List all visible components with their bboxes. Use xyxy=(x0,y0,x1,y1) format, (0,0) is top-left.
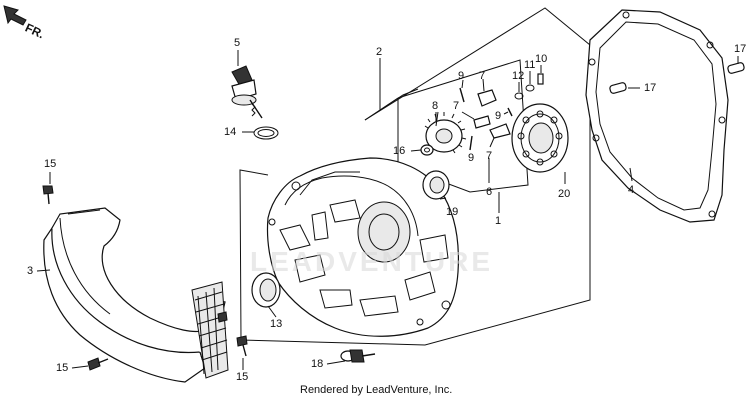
callout-16: 16 xyxy=(393,145,406,157)
flange-bolt xyxy=(340,349,376,363)
front-direction-arrow-icon xyxy=(3,5,27,26)
callout-18: 18 xyxy=(311,358,324,370)
callout-1: 1 xyxy=(495,215,502,227)
spacer xyxy=(420,144,434,156)
o-ring xyxy=(253,126,279,140)
case-cover xyxy=(266,157,459,337)
oil-seal xyxy=(251,272,281,308)
callout-15-upper: 15 xyxy=(44,158,57,170)
governor-subassembly-box xyxy=(364,59,529,193)
callout-4: 4 xyxy=(628,184,635,196)
oil-filler-cap xyxy=(231,65,263,119)
callout-7-bottom: 7 xyxy=(486,150,493,162)
bearing-large xyxy=(511,103,569,173)
dowel-pin-outer xyxy=(727,62,745,74)
callout-19: 19 xyxy=(446,206,459,218)
callout-5: 5 xyxy=(234,37,241,49)
dowel-pin-inner xyxy=(609,82,627,94)
callout-12: 12 xyxy=(512,70,525,82)
callout-20: 20 xyxy=(558,188,571,200)
callout-15-center: 15 xyxy=(236,371,249,383)
bolt-lower xyxy=(87,357,109,371)
rendered-by-caption: Rendered by LeadVenture, Inc. xyxy=(300,384,453,396)
callout-6: 6 xyxy=(486,186,493,198)
bolt-upper xyxy=(42,185,54,205)
bolt-center xyxy=(217,311,248,357)
callout-8: 8 xyxy=(432,100,439,112)
callout-10: 10 xyxy=(535,53,548,65)
callout-9-right: 9 xyxy=(495,110,502,122)
case-gasket xyxy=(585,9,729,223)
callout-14: 14 xyxy=(224,126,237,138)
leader-lines xyxy=(36,50,739,370)
governor-weights xyxy=(459,87,513,151)
callout-9-top: 9 xyxy=(458,70,465,82)
callout-2: 2 xyxy=(376,46,383,58)
governor-pin-washers xyxy=(514,73,544,100)
callout-7-top: 7 xyxy=(479,70,486,82)
callout-11: 11 xyxy=(524,59,536,71)
bearing-small xyxy=(422,170,450,200)
callout-7-middle: 7 xyxy=(453,100,460,112)
fan-shroud xyxy=(43,207,229,383)
callout-9-bottom: 9 xyxy=(468,152,475,164)
callout-17-outer: 17 xyxy=(734,43,747,55)
watermark: LEADVENTURE xyxy=(250,246,494,277)
callout-17-inner: 17 xyxy=(644,82,657,94)
callout-13: 13 xyxy=(270,318,283,330)
callout-15-lower: 15 xyxy=(56,362,69,374)
callout-3: 3 xyxy=(27,265,34,277)
